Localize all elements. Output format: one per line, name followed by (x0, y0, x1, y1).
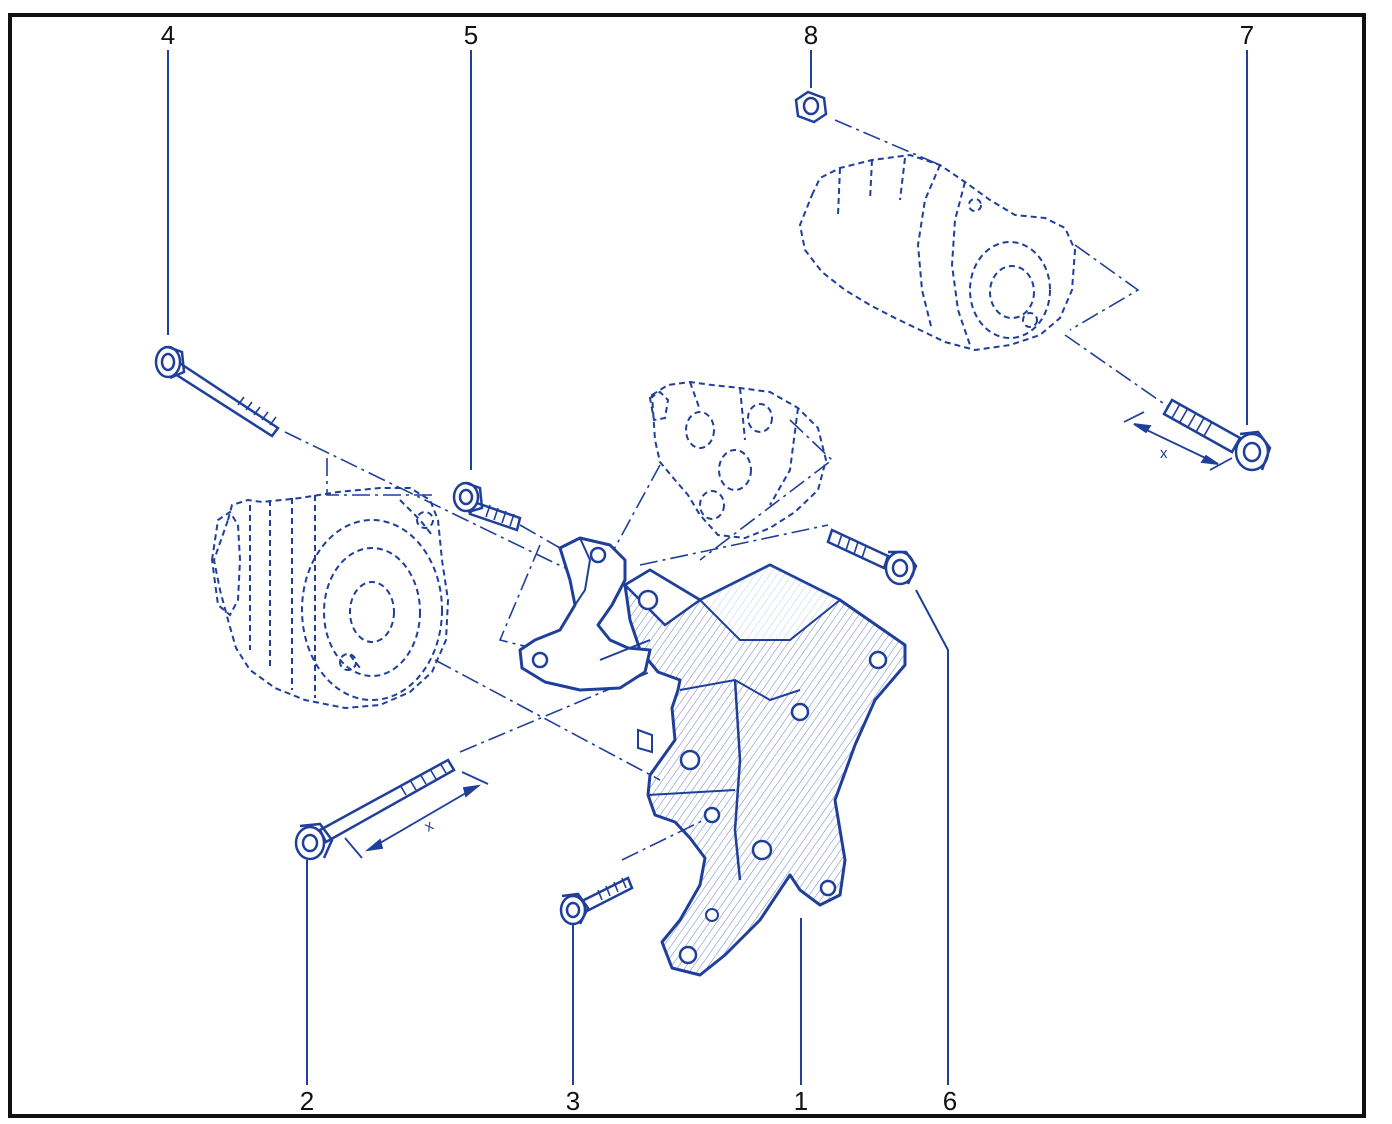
dim-bolt-2-label: x (422, 817, 437, 836)
bracket-body (623, 563, 907, 977)
callout-7: 7 (1240, 20, 1254, 50)
callout-8: 8 (804, 20, 818, 50)
leader-lines (167, 50, 1248, 1085)
bolt-5 (452, 481, 522, 532)
callout-1: 1 (794, 1086, 808, 1116)
dim-bolt-2 (344, 771, 489, 859)
bolt-4 (154, 345, 280, 438)
callout-labels: 4 5 8 7 2 3 1 6 (161, 20, 1254, 1116)
nut-8 (794, 90, 828, 124)
callout-4: 4 (161, 20, 175, 50)
bolt-2 (294, 758, 456, 861)
alternator-mount (518, 536, 652, 692)
dim-bolt-7 (1123, 411, 1233, 471)
starter-outline (798, 153, 1077, 352)
leader-6 (915, 589, 949, 1085)
bolt-3 (559, 876, 634, 926)
alternator-outline (210, 487, 450, 710)
bolt-6 (826, 528, 918, 586)
mounting-bracket (622, 563, 907, 977)
diagram-border (8, 13, 1366, 1118)
dim-bolt-7-label: x (1160, 445, 1168, 462)
callout-6: 6 (943, 1086, 957, 1116)
pump-outline (648, 380, 828, 540)
callout-5: 5 (464, 20, 478, 50)
callout-2: 2 (300, 1086, 314, 1116)
callout-3: 3 (566, 1086, 580, 1116)
bolt-7 (1162, 398, 1272, 472)
